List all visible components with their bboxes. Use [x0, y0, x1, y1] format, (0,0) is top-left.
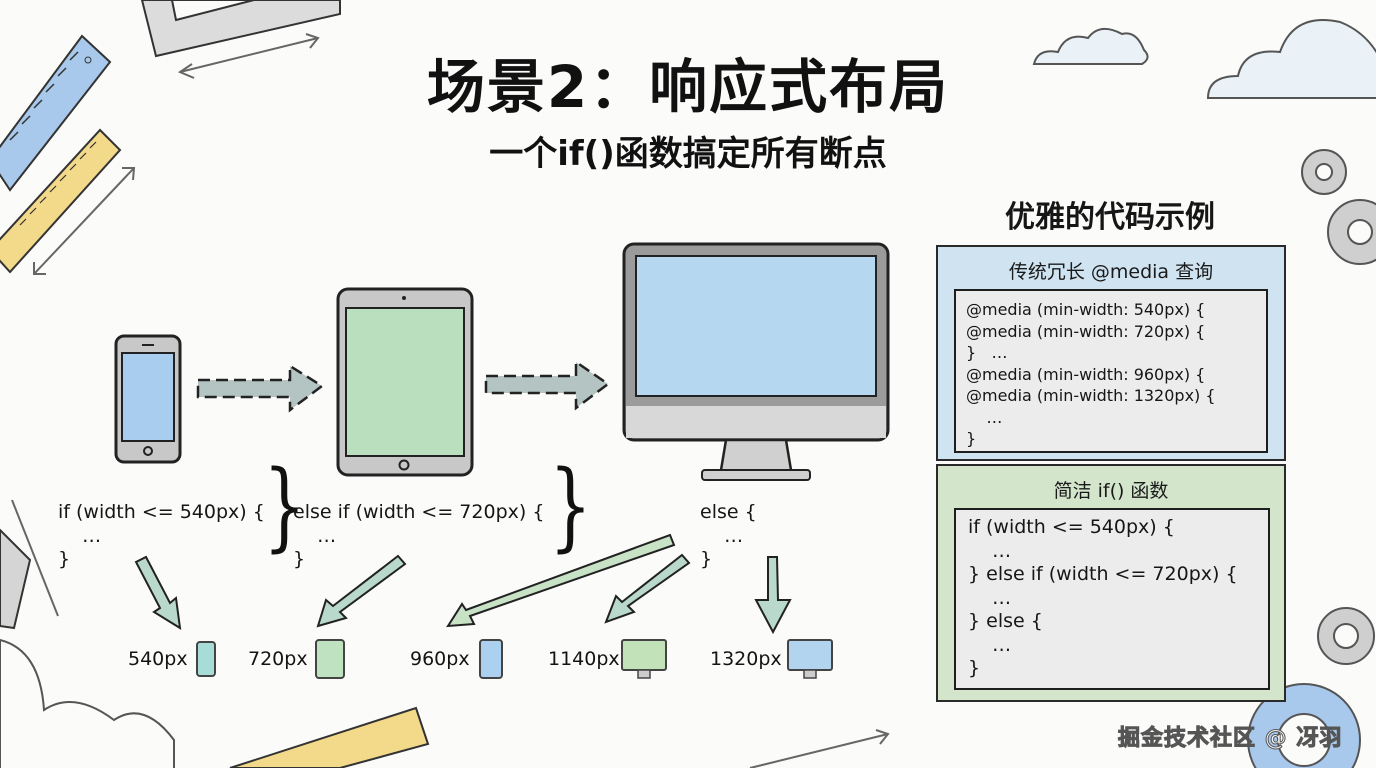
breakpoint-label-540: 540px	[128, 648, 188, 670]
phone-device	[114, 334, 182, 464]
code-line: …	[966, 407, 1003, 427]
code-line: }	[58, 548, 71, 570]
code-line: …	[58, 525, 102, 547]
breakpoint-label-960: 960px	[410, 648, 470, 670]
if-code-area: if (width <= 540px) { … } else if (width…	[954, 508, 1270, 690]
legacy-box-header: 传统冗长 @media 查询	[1008, 261, 1214, 283]
grey-ruler-icon	[0, 528, 32, 630]
desktop-monitor-device	[622, 242, 890, 481]
page-title: 场景2：响应式布局	[426, 53, 950, 121]
breakpoint-label-1140: 1140px	[548, 648, 620, 670]
code-panel-title: 优雅的代码示例	[1005, 200, 1215, 235]
code-line: }	[700, 548, 713, 570]
code-line: @media (min-width: 720px) {	[966, 321, 1206, 341]
flow-arrow	[196, 363, 325, 413]
code-line: }	[968, 657, 981, 679]
bp-monitor-1140	[621, 639, 667, 679]
code-line: else if (width <= 720px) {	[293, 501, 545, 523]
code-line: @media (min-width: 1320px) {	[966, 386, 1216, 405]
tablet-device	[336, 287, 474, 477]
code-line: } else if (width <= 720px) {	[968, 563, 1238, 585]
bp-phone-540	[196, 641, 216, 677]
flow-arrow	[484, 359, 611, 411]
legacy-code-area: @media (min-width: 540px) { @media (min-…	[954, 289, 1268, 453]
code-line: @media (min-width: 960px) {	[966, 364, 1206, 384]
bp-monitor-1320	[787, 639, 833, 679]
else-if-code-block: else if (width <= 720px) { … }	[293, 500, 544, 572]
page-subtitle: 一个if()函数搞定所有断点	[489, 134, 887, 174]
if-code-block: if (width <= 540px) { … }	[58, 500, 265, 572]
bp-tablet-960	[479, 639, 503, 679]
watermark: 掘金技术社区 @ 冴羽	[1117, 726, 1343, 752]
code-line: …	[700, 525, 744, 547]
if-function-box: 简洁 if() 函数 if (width <= 540px) { … } els…	[936, 464, 1286, 702]
code-line: else {	[700, 501, 757, 523]
if-box-header: 简洁 if() 函数	[1053, 480, 1169, 502]
yellow-ruler-icon	[229, 706, 430, 768]
breakpoint-label-1320: 1320px	[710, 648, 782, 670]
code-line: if (width <= 540px) {	[968, 516, 1175, 538]
code-line: …	[293, 525, 337, 547]
else-code-block: else { … }	[700, 500, 757, 572]
breakpoint-label-720: 720px	[248, 648, 308, 670]
code-line: …	[968, 586, 1012, 609]
legacy-media-query-box: 传统冗长 @media 查询 @media (min-width: 540px)…	[936, 245, 1286, 461]
code-line: } else {	[968, 610, 1043, 632]
curly-brace-icon: }	[549, 450, 592, 562]
code-line: }	[293, 548, 306, 570]
double-arrow-icon	[33, 167, 136, 275]
code-line: } …	[966, 343, 1008, 362]
gear-icon	[1301, 149, 1376, 665]
code-line: }	[966, 429, 977, 448]
curly-brace-icon: }	[263, 450, 306, 562]
bp-tablet-720	[315, 639, 345, 679]
code-line: …	[968, 633, 1012, 656]
code-line: if (width <= 540px) {	[58, 501, 265, 523]
code-line: @media (min-width: 540px) {	[966, 300, 1206, 319]
code-line: …	[968, 539, 1012, 562]
